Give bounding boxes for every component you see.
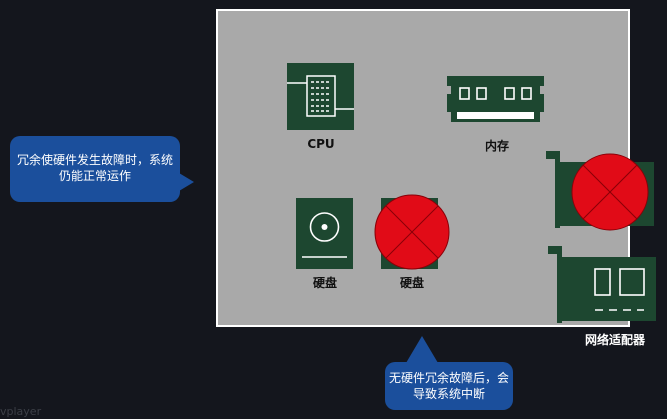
redundancy-callout: 冗余使硬件发生故障时，系统仍能正常运作 [10,136,180,202]
memory-label: 内存 [484,139,509,153]
cpu-label: CPU [307,137,335,151]
failure-x-icon [571,153,649,231]
cpu-icon [287,63,354,130]
network-card-icon [548,246,656,323]
disk1-label: 硬盘 [312,276,337,290]
watermark: vplayer [0,405,42,418]
disk2-label: 硬盘 [399,276,424,290]
network-adapter-label: 网络适配器 [584,333,645,347]
callout-pointer [179,173,194,191]
no-redundancy-callout: 无硬件冗余故障后，会导致系统中断 [385,362,513,410]
failure-x-icon [374,194,450,270]
callout-pointer [406,336,438,363]
memory-icon [447,76,544,122]
hard-disk-icon [296,198,353,269]
